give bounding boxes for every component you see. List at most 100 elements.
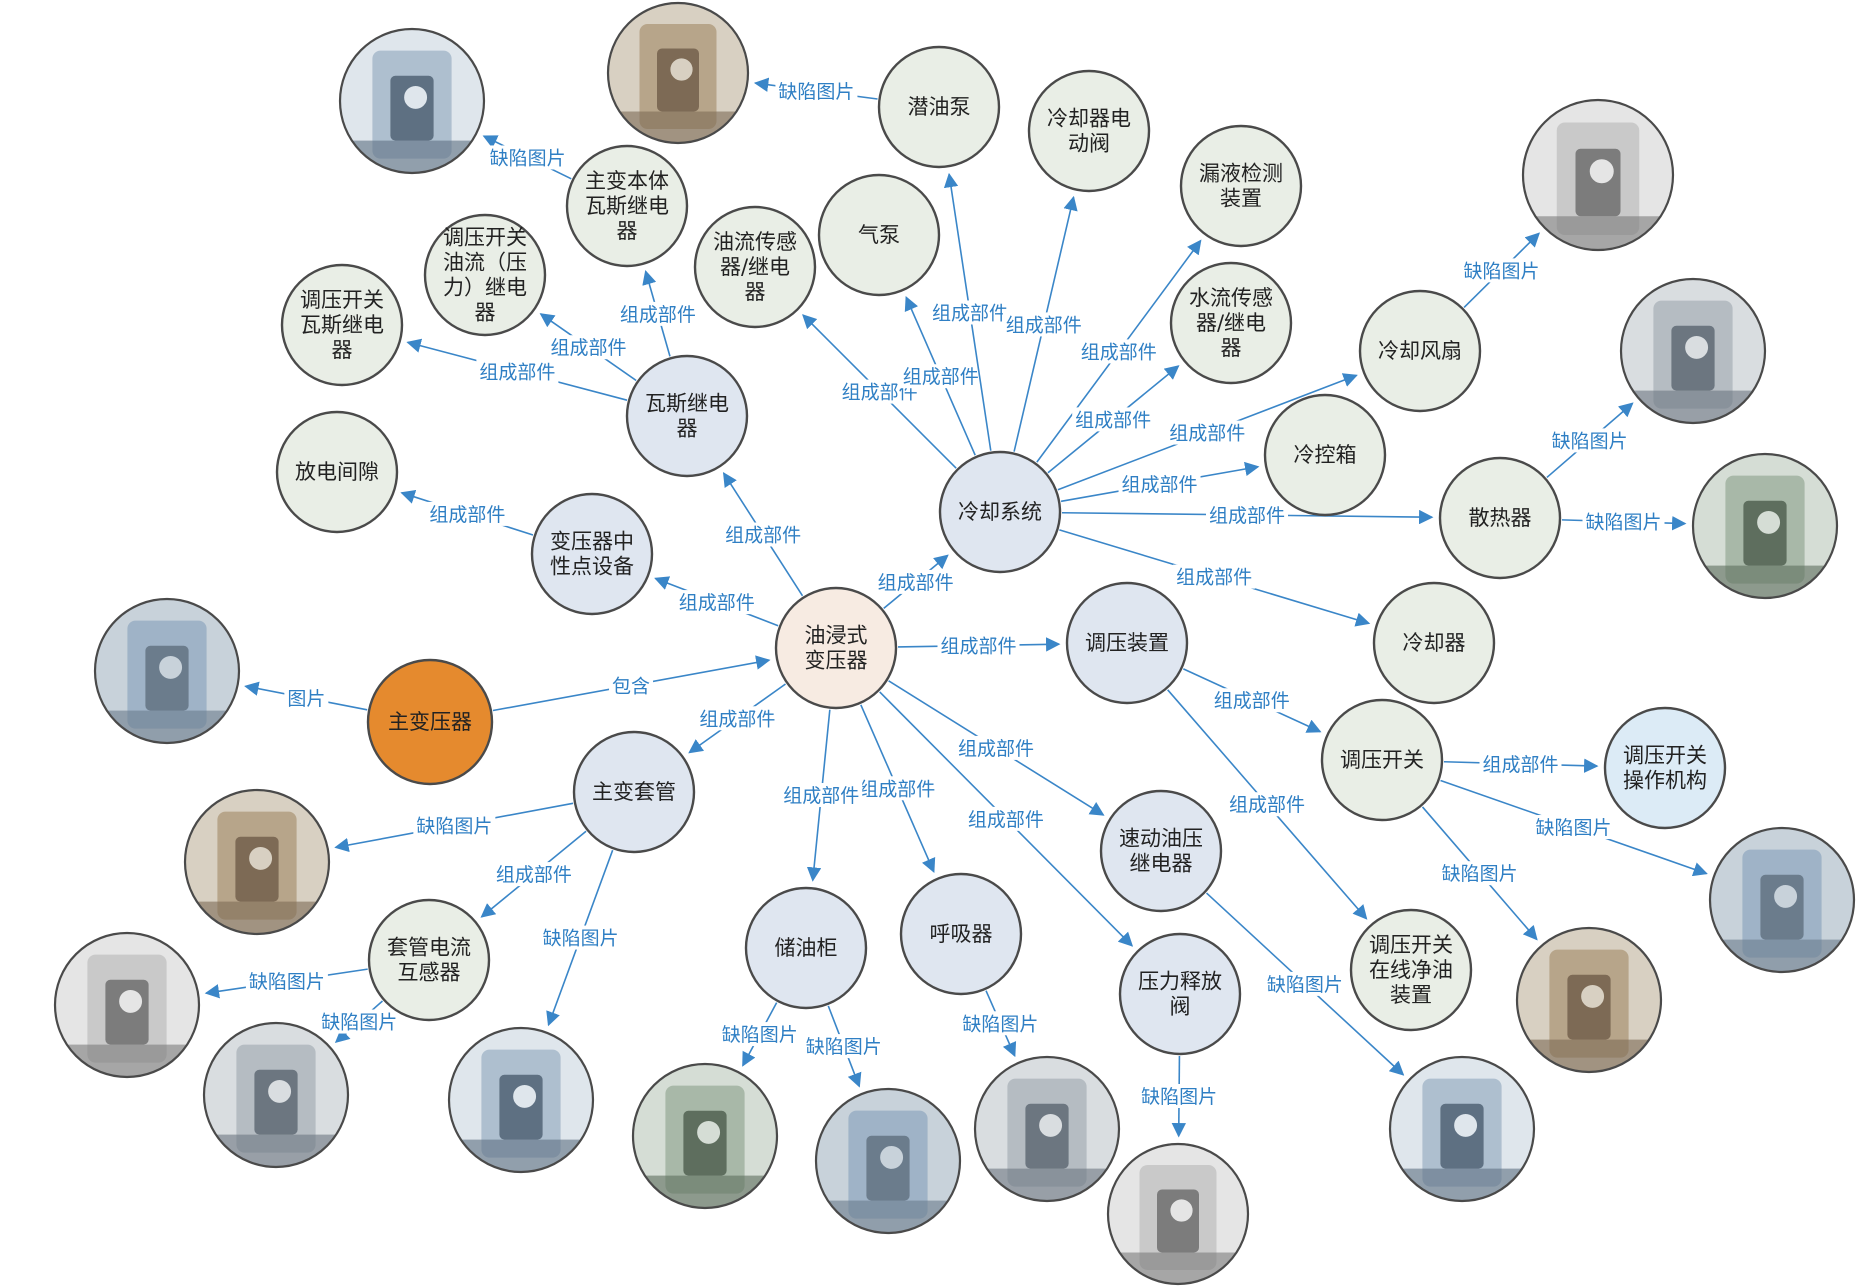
edge-label: 缺陷图片 xyxy=(321,1012,397,1034)
edge-label-background xyxy=(1582,509,1665,534)
edge-label: 组成部件 xyxy=(1176,567,1252,589)
radiator-base-photo[interactable] xyxy=(1619,277,1767,427)
node-label: 变压器中性点设备 xyxy=(550,530,634,579)
node-label-line: 冷却系统 xyxy=(958,500,1042,524)
edge-label: 组成部件 xyxy=(783,785,859,807)
photo-frame xyxy=(973,1055,1121,1203)
node-tap-gas-relay[interactable]: 调压开关瓦斯继电器 xyxy=(280,263,404,387)
node-cooler-valve[interactable]: 冷却器电动阀 xyxy=(1027,69,1151,193)
node-oil-flow-sensor[interactable]: 油流传感器/继电器 xyxy=(693,205,817,329)
edge: 组成部件 xyxy=(1002,195,1085,452)
relay-piping-photo[interactable] xyxy=(1388,1055,1536,1205)
gas-relay-photo[interactable] xyxy=(338,27,486,177)
node-sudden-pressure-relay[interactable]: 速动油压继电器 xyxy=(1099,789,1223,913)
node-neutral-equipment[interactable]: 变压器中性点设备 xyxy=(530,492,654,616)
node-circle xyxy=(280,263,404,387)
edge: 组成部件 xyxy=(616,269,699,357)
node-discharge-gap[interactable]: 放电间隙 xyxy=(275,410,399,534)
tap-switch-photo[interactable] xyxy=(1708,826,1856,976)
edge: 缺陷图片 xyxy=(1561,509,1687,534)
node-cooler[interactable]: 冷却器 xyxy=(1372,581,1496,705)
node-voltage-regulator[interactable]: 调压装置 xyxy=(1065,581,1189,705)
tap-switch-flange-photo[interactable] xyxy=(1515,926,1663,1076)
node-oil-transformer[interactable]: 油浸式变压器 xyxy=(774,586,898,710)
fan-grille-photo[interactable] xyxy=(1521,98,1675,254)
node-tap-oil-relay[interactable]: 调压开关油流（压力）继电器 xyxy=(423,213,547,337)
photo-content xyxy=(95,599,239,743)
node-bushing-ct[interactable]: 套管电流互感器 xyxy=(367,898,491,1022)
edge: 缺陷图片 xyxy=(1460,232,1543,308)
node-label-line: 呼吸器 xyxy=(930,922,993,946)
node-main-gas-relay[interactable]: 主变本体瓦斯继电器 xyxy=(565,144,689,268)
node-main-transformer[interactable]: 主变压器 xyxy=(366,658,494,786)
conservator-tank-photo[interactable] xyxy=(814,1087,962,1237)
node-cooling-system[interactable]: 冷却系统 xyxy=(938,450,1062,574)
bushing-insulator-photo[interactable] xyxy=(447,1026,595,1176)
breather-photo[interactable] xyxy=(973,1055,1121,1205)
edge-label: 组成部件 xyxy=(940,636,1016,658)
photo-frame xyxy=(53,931,201,1079)
edge: 缺陷图片 xyxy=(204,968,368,999)
edge: 组成部件 xyxy=(1443,751,1599,776)
node-tap-mechanism[interactable]: 调压开关操作机构 xyxy=(1603,706,1727,830)
photo-frame xyxy=(93,597,241,745)
edge: 缺陷图片 xyxy=(1138,1055,1221,1138)
edge-label-background xyxy=(964,806,1047,831)
node-air-pump[interactable]: 气泵 xyxy=(817,173,941,297)
node-tap-filter[interactable]: 调压开关在线净油装置 xyxy=(1349,908,1473,1032)
edge-label-background xyxy=(937,633,1020,658)
photo-frame xyxy=(202,1021,350,1169)
node-label-line: 套管电流 xyxy=(387,936,471,960)
radiator-fins-photo[interactable] xyxy=(1691,452,1839,602)
node-label-line: 油浸式 xyxy=(805,624,868,648)
node-leak-detect[interactable]: 漏液检测装置 xyxy=(1179,124,1303,248)
node-label-line: 冷却器 xyxy=(1403,631,1466,655)
node-label: 套管电流互感器 xyxy=(387,936,471,985)
node-bushing[interactable]: 主变套管 xyxy=(572,730,696,854)
photo-frame xyxy=(631,1062,779,1210)
bushing-ct-cable-photo[interactable] xyxy=(202,1021,350,1171)
node-breather[interactable]: 呼吸器 xyxy=(899,872,1023,996)
oil-pump-gauge-photo[interactable] xyxy=(606,1,750,147)
transformer-substation-photo[interactable] xyxy=(93,597,241,747)
edge-label-background xyxy=(318,1009,401,1034)
node-oil-pump[interactable]: 潜油泵 xyxy=(877,45,1001,169)
edge: 组成部件 xyxy=(722,472,805,597)
edge-label-background xyxy=(1210,688,1293,713)
photo-content xyxy=(1390,1057,1534,1201)
node-tap-switch[interactable]: 调压开关 xyxy=(1320,698,1444,822)
node-label: 呼吸器 xyxy=(930,922,993,946)
node-label: 油浸式变压器 xyxy=(805,624,868,673)
node-conservator[interactable]: 储油柜 xyxy=(744,886,868,1010)
node-water-flow-sensor[interactable]: 水流传感器/继电器 xyxy=(1169,261,1293,385)
edge: 缺陷图片 xyxy=(1440,779,1708,877)
node-label: 主变压器 xyxy=(388,710,472,734)
node-label-line: 器/继电 xyxy=(720,255,790,279)
conservator-gauge-photo[interactable] xyxy=(631,1062,779,1212)
pressure-relief-valve-photo[interactable] xyxy=(1106,1142,1250,1288)
photo-frame xyxy=(1708,826,1856,974)
node-radiator[interactable]: 散热器 xyxy=(1438,456,1562,580)
node-label-line: 在线净油 xyxy=(1369,958,1453,982)
node-gas-relay[interactable]: 瓦斯继电器 xyxy=(625,354,749,478)
node-label-line: 动阀 xyxy=(1068,132,1110,156)
node-label-line: 调压开关 xyxy=(1340,748,1424,772)
node-control-box[interactable]: 冷控箱 xyxy=(1263,393,1387,517)
edge: 包含 xyxy=(492,655,771,712)
bushing-top-photo[interactable] xyxy=(183,788,331,938)
edge-label-background xyxy=(1118,472,1201,497)
node-cooling-fan[interactable]: 冷却风扇 xyxy=(1358,289,1482,413)
edge: 组成部件 xyxy=(1047,365,1180,474)
node-label-line: 瓦斯继电 xyxy=(645,392,729,416)
bushing-ct-box-photo[interactable] xyxy=(53,931,201,1081)
edge-label-background xyxy=(959,1011,1042,1036)
edge: 缺陷图片 xyxy=(802,1005,885,1088)
photo-frame xyxy=(1106,1142,1250,1286)
node-label-line: 调压开关 xyxy=(1623,744,1707,768)
node-label: 调压装置 xyxy=(1085,631,1169,655)
node-label-line: 储油柜 xyxy=(775,936,838,960)
node-pressure-relief[interactable]: 压力释放阀 xyxy=(1118,932,1242,1056)
edge-label: 组成部件 xyxy=(699,708,775,730)
edge: 缺陷图片 xyxy=(959,990,1042,1058)
edge: 缺陷图片 xyxy=(718,1002,801,1067)
